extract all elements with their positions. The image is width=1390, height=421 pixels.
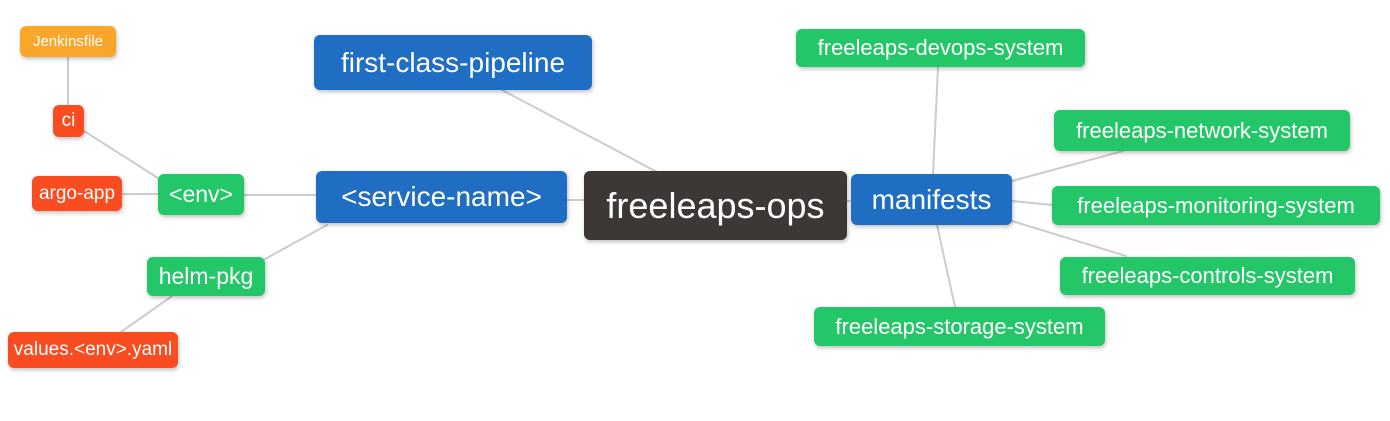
- edge-first-class-pipeline-freeleaps-ops: [501, 89, 658, 173]
- edge-manifests-network-system: [1011, 150, 1124, 182]
- node-service-name[interactable]: <service-name>: [316, 171, 567, 223]
- edge-manifests-monitoring-system: [1011, 200, 1053, 206]
- node-jenkinsfile[interactable]: Jenkinsfile: [20, 26, 116, 57]
- node-manifests[interactable]: manifests: [851, 174, 1012, 225]
- node-freeleaps-ops[interactable]: freeleaps-ops: [584, 171, 847, 240]
- node-freeleaps-storage-system[interactable]: freeleaps-storage-system: [814, 307, 1105, 346]
- node-env[interactable]: <env>: [158, 174, 244, 215]
- edge-helm-pkg-service-name: [264, 224, 328, 260]
- node-helm-pkg[interactable]: helm-pkg: [147, 257, 265, 296]
- node-freeleaps-controls-system[interactable]: freeleaps-controls-system: [1060, 257, 1355, 295]
- edge-ci-env: [83, 130, 162, 181]
- node-freeleaps-monitoring-system[interactable]: freeleaps-monitoring-system: [1052, 186, 1380, 225]
- node-freeleaps-devops-system[interactable]: freeleaps-devops-system: [796, 29, 1085, 67]
- node-values-env-yaml[interactable]: values.<env>.yaml: [8, 332, 178, 368]
- node-freeleaps-network-system[interactable]: freeleaps-network-system: [1054, 110, 1350, 151]
- edge-manifests-controls-system: [1011, 220, 1127, 257]
- node-argo-app[interactable]: argo-app: [32, 176, 122, 211]
- edge-manifests-devops-system: [932, 66, 939, 175]
- node-ci[interactable]: ci: [53, 105, 84, 137]
- edge-manifests-storage-system: [936, 224, 956, 308]
- node-first-class-pipeline[interactable]: first-class-pipeline: [314, 35, 592, 90]
- edge-values-helm-pkg: [120, 295, 173, 333]
